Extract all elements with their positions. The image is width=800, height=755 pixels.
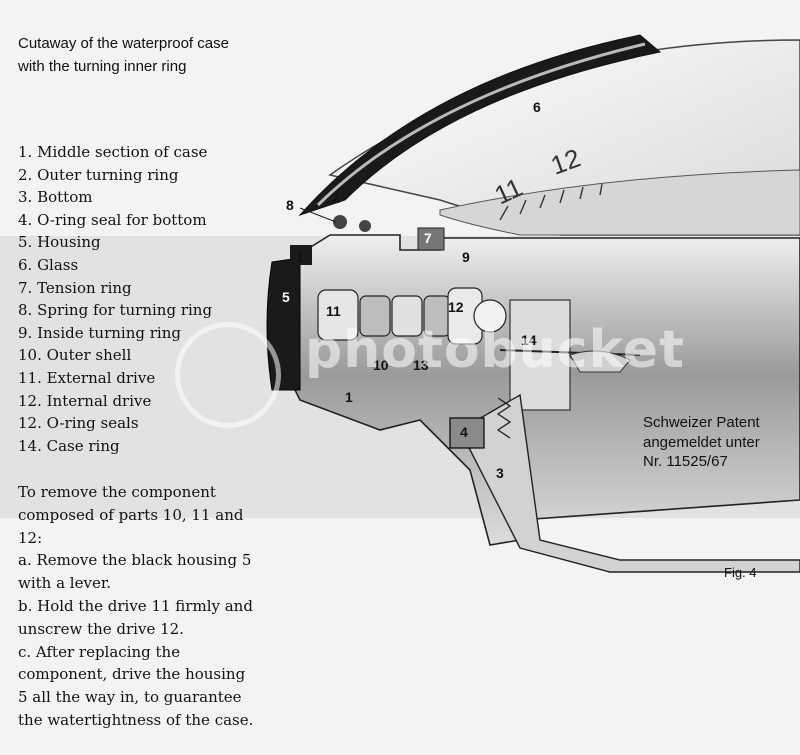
oring-4	[449, 417, 485, 449]
callout: 4	[460, 424, 468, 440]
list-item: 7. Tension ring	[18, 278, 132, 297]
callout: 12	[448, 299, 464, 315]
callout-labels: 2 8 6 7 9 1 5 11 12 10 13 14 1 4 3	[282, 99, 541, 481]
instruction-step: c. After replacing the component, drive …	[18, 642, 254, 729]
parts-list: 1. Middle section of case 2. Outer turni…	[18, 141, 212, 457]
callout: 1	[296, 249, 304, 265]
case-ring-14	[509, 299, 571, 411]
callout: 7	[424, 230, 432, 246]
part-1-block	[290, 245, 312, 265]
dial-ring	[439, 169, 800, 236]
watermark: photobucket	[305, 320, 685, 380]
callout: 6	[533, 99, 541, 115]
figure-label: Fig. 4	[724, 565, 757, 580]
callout: 13	[413, 357, 429, 373]
callout: 3	[496, 465, 504, 481]
callout: 1	[345, 389, 353, 405]
list-item: 11. External drive	[18, 368, 156, 387]
drive-gears	[317, 287, 507, 345]
callout: 5	[282, 289, 290, 305]
list-item: 2. Outer turning ring	[18, 165, 179, 184]
list-item: 5. Housing	[18, 233, 101, 252]
thread-zigzag	[496, 397, 512, 439]
list-item: 10. Outer shell	[18, 346, 132, 365]
bottom-3	[459, 393, 800, 573]
bezel-arc	[298, 34, 662, 217]
callout: 8	[286, 197, 294, 213]
callout: 14	[521, 332, 537, 348]
tension-ring-7	[417, 227, 445, 251]
instruction-step: a. Remove the black housing 5 with a lev…	[18, 551, 252, 593]
callout: 9	[462, 249, 470, 265]
list-item: 4. O-ring seal for bottom	[18, 210, 207, 229]
callout: 11	[326, 303, 341, 319]
callout: 2	[332, 190, 340, 206]
page-title: Cutaway of the waterproof case with the …	[18, 35, 229, 75]
list-item: 12. O-ring seals	[18, 414, 139, 433]
list-item: 8. Spring for turning ring	[18, 301, 213, 320]
watermark-circle	[175, 322, 281, 428]
list-item: 6. Glass	[18, 255, 79, 274]
spring-8	[333, 215, 347, 229]
patent-line: Nr. 11525/67	[643, 453, 728, 470]
list-item: 1. Middle section of case	[18, 143, 208, 161]
instructions-intro: To remove the component composed of part…	[18, 483, 244, 547]
list-item: 3. Bottom	[18, 188, 93, 207]
instruction-step: b. Hold the drive 11 firmly and unscrew …	[18, 596, 253, 638]
list-item: 9. Inside turning ring	[18, 323, 181, 342]
patent-line: Schweizer Patent	[643, 414, 760, 431]
patent-line: angemeldet unter	[643, 433, 760, 451]
bezel-highlight	[316, 42, 646, 207]
crown-cap	[569, 350, 631, 373]
instructions: To remove the component composed of part…	[18, 481, 258, 732]
dial-ticks	[499, 183, 603, 221]
patent-note: Schweizer Patent angemeldet unter Nr. 11…	[643, 413, 760, 472]
list-item: 14. Case ring	[18, 436, 120, 455]
callout: 10	[373, 357, 389, 373]
list-item: 12. Internal drive	[18, 391, 152, 410]
